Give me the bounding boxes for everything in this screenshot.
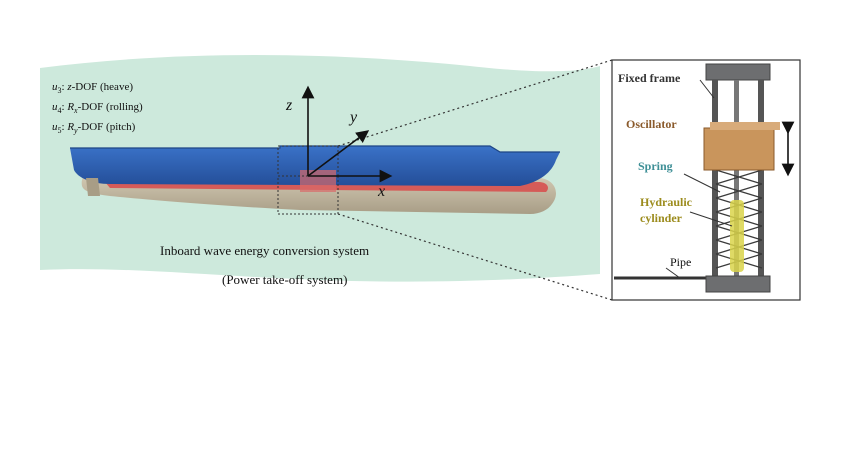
y-axis [307, 130, 370, 177]
detail-panel: Fixed frame Oscillator Spring Hydraulic … [611, 59, 801, 301]
caption-main: Inboard wave energy conversion system [160, 243, 369, 258]
ship-rudder [86, 178, 100, 196]
leader-hydraulic [689, 211, 733, 227]
z-axis-label: z [285, 97, 293, 114]
ship-hull [70, 145, 560, 214]
label-spring: Spring [638, 159, 673, 173]
leader-spring [683, 173, 721, 193]
inboard-device [300, 170, 336, 192]
detail-panel-frame [611, 59, 801, 301]
hull-top [70, 146, 560, 186]
oscillator-block [703, 127, 775, 171]
label-fixed-frame: Fixed frame [618, 71, 681, 85]
leader-fixed-frame [699, 79, 715, 99]
dof-pitch: u5: Ry-DOF (pitch) [52, 121, 136, 135]
hull-deck-edge [70, 145, 560, 153]
oscillator-top [710, 122, 780, 130]
label-hydraulic-2: cylinder [640, 211, 683, 225]
dof-heave: u3: z-DOF (heave) [52, 81, 133, 95]
frame-top-plate [705, 63, 771, 81]
dof-roll: u4: Rx-DOF (rolling) [52, 101, 143, 115]
pipe-leader [665, 267, 681, 279]
hydraulic-cylinder [730, 200, 744, 272]
label-hydraulic-1: Hydraulic [640, 195, 693, 209]
coordinate-axes: z y x [285, 85, 393, 200]
dof-legend: u3: z-DOF (heave) u4: Rx-DOF (rolling) u… [52, 81, 143, 135]
frame-column-right [758, 80, 764, 276]
frame-column-left [712, 80, 718, 276]
x-axis-label: x [377, 183, 385, 200]
label-oscillator: Oscillator [626, 117, 677, 131]
y-axis-label: y [348, 109, 358, 126]
frame-bottom-plate [705, 275, 771, 293]
label-pipe: Pipe [670, 255, 691, 269]
caption-sub: (Power take-off system) [222, 272, 347, 287]
